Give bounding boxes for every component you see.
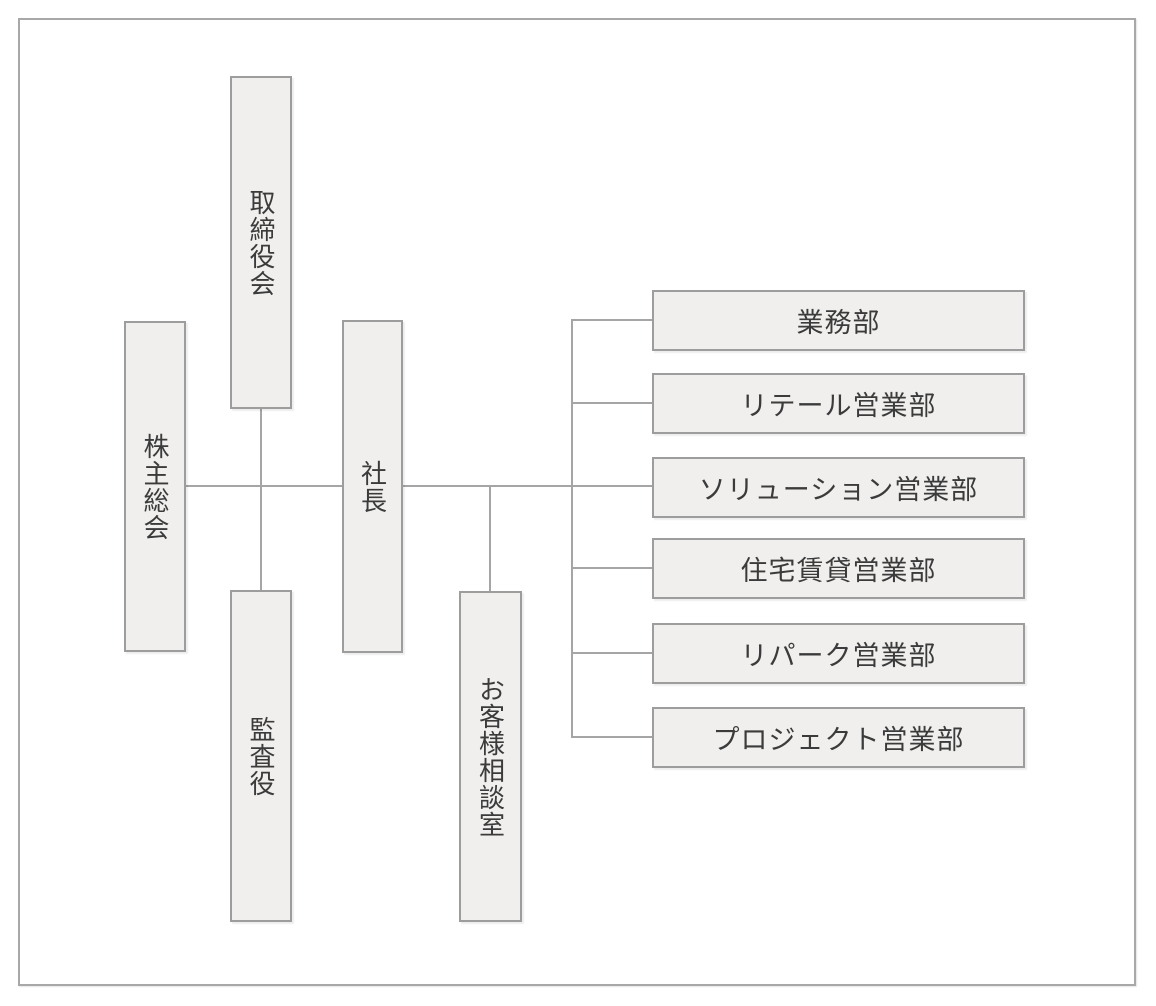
connector-president-departments xyxy=(403,485,652,487)
node-label: 取締役会 xyxy=(246,188,276,297)
node-label: お客様相談室 xyxy=(475,675,506,838)
node-auditor: 監査役 xyxy=(230,590,292,922)
node-customer-consultation-office: お客様相談室 xyxy=(459,591,522,922)
connector-stub-housing-rental-sales xyxy=(571,567,652,569)
node-shareholders-meeting: 株主総会 xyxy=(124,321,186,652)
connector-board-auditor xyxy=(260,409,262,590)
connector-customer-office xyxy=(489,487,491,591)
connector-shareholders-president xyxy=(186,485,342,487)
connector-departments-trunk xyxy=(571,319,573,738)
node-label: 社長 xyxy=(357,459,388,514)
node-dept-project-sales: プロジェクト営業部 xyxy=(652,707,1025,768)
node-label: ソリューション営業部 xyxy=(698,475,979,505)
node-president: 社長 xyxy=(342,320,403,653)
node-dept-solution-sales: ソリューション営業部 xyxy=(652,457,1025,518)
connector-stub-project-sales xyxy=(571,736,652,738)
node-label: 株主総会 xyxy=(140,432,170,541)
node-board-of-directors: 取締役会 xyxy=(230,76,292,409)
node-dept-retail-sales: リテール営業部 xyxy=(652,373,1025,434)
connector-stub-retail-sales xyxy=(571,402,652,404)
node-dept-housing-rental-sales: 住宅賃貸営業部 xyxy=(652,538,1025,599)
node-label: リパーク営業部 xyxy=(740,641,937,671)
node-label: 業務部 xyxy=(796,308,881,338)
connector-stub-repark-sales xyxy=(571,652,652,654)
node-label: 監査役 xyxy=(246,715,276,797)
node-dept-operations: 業務部 xyxy=(652,290,1025,351)
node-label: リテール営業部 xyxy=(740,391,937,421)
node-label: プロジェクト営業部 xyxy=(712,725,965,755)
connector-stub-operations xyxy=(571,319,652,321)
chart-frame xyxy=(18,18,1136,986)
node-label: 住宅賃貸営業部 xyxy=(740,556,937,586)
node-dept-repark-sales: リパーク営業部 xyxy=(652,623,1025,684)
